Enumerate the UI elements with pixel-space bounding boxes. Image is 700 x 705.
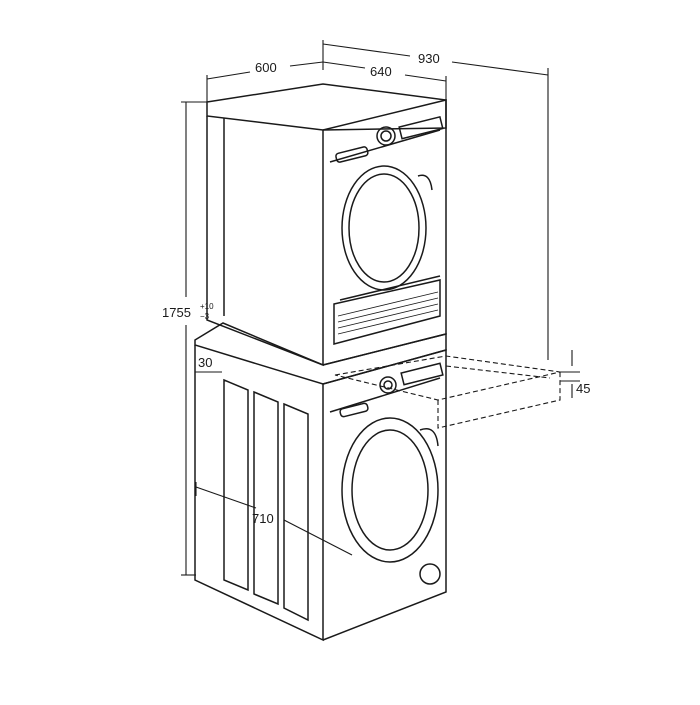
dryer-drum-icon bbox=[341, 165, 433, 291]
label-height-tolerance-lower: −3 bbox=[200, 312, 210, 321]
washer-unit bbox=[194, 322, 447, 642]
washer-drum-icon bbox=[341, 417, 439, 563]
label-wall-gap: 30 bbox=[198, 355, 212, 370]
label-height-total: 1755 bbox=[162, 305, 191, 320]
label-height-tolerance-upper: +10 bbox=[200, 302, 214, 311]
dryer-unit bbox=[206, 83, 447, 367]
label-depth-total: 930 bbox=[418, 51, 440, 66]
label-depth-with-door: 640 bbox=[370, 64, 392, 79]
label-lower-depth: 710 bbox=[252, 511, 274, 526]
pull-out-shelf bbox=[334, 355, 561, 429]
label-depth-body: 600 bbox=[255, 60, 277, 75]
dimension-lines bbox=[181, 40, 580, 576]
label-shelf-offset: 45 bbox=[576, 381, 590, 396]
